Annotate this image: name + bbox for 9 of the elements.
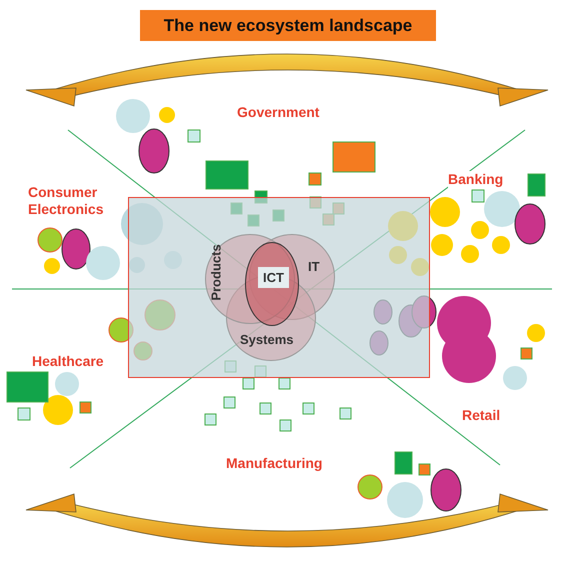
circle-label: Products — [208, 244, 224, 301]
circle-label: Systems — [240, 332, 294, 347]
circle-label: IT — [308, 259, 320, 274]
landscape-panel — [128, 197, 430, 378]
ict-ellipse — [245, 242, 299, 326]
sector-label: Manufacturing — [226, 455, 322, 472]
ict-label: ICT — [258, 267, 289, 288]
title-banner: The new ecosystem landscape — [140, 10, 436, 41]
sector-label: Banking — [448, 171, 504, 188]
